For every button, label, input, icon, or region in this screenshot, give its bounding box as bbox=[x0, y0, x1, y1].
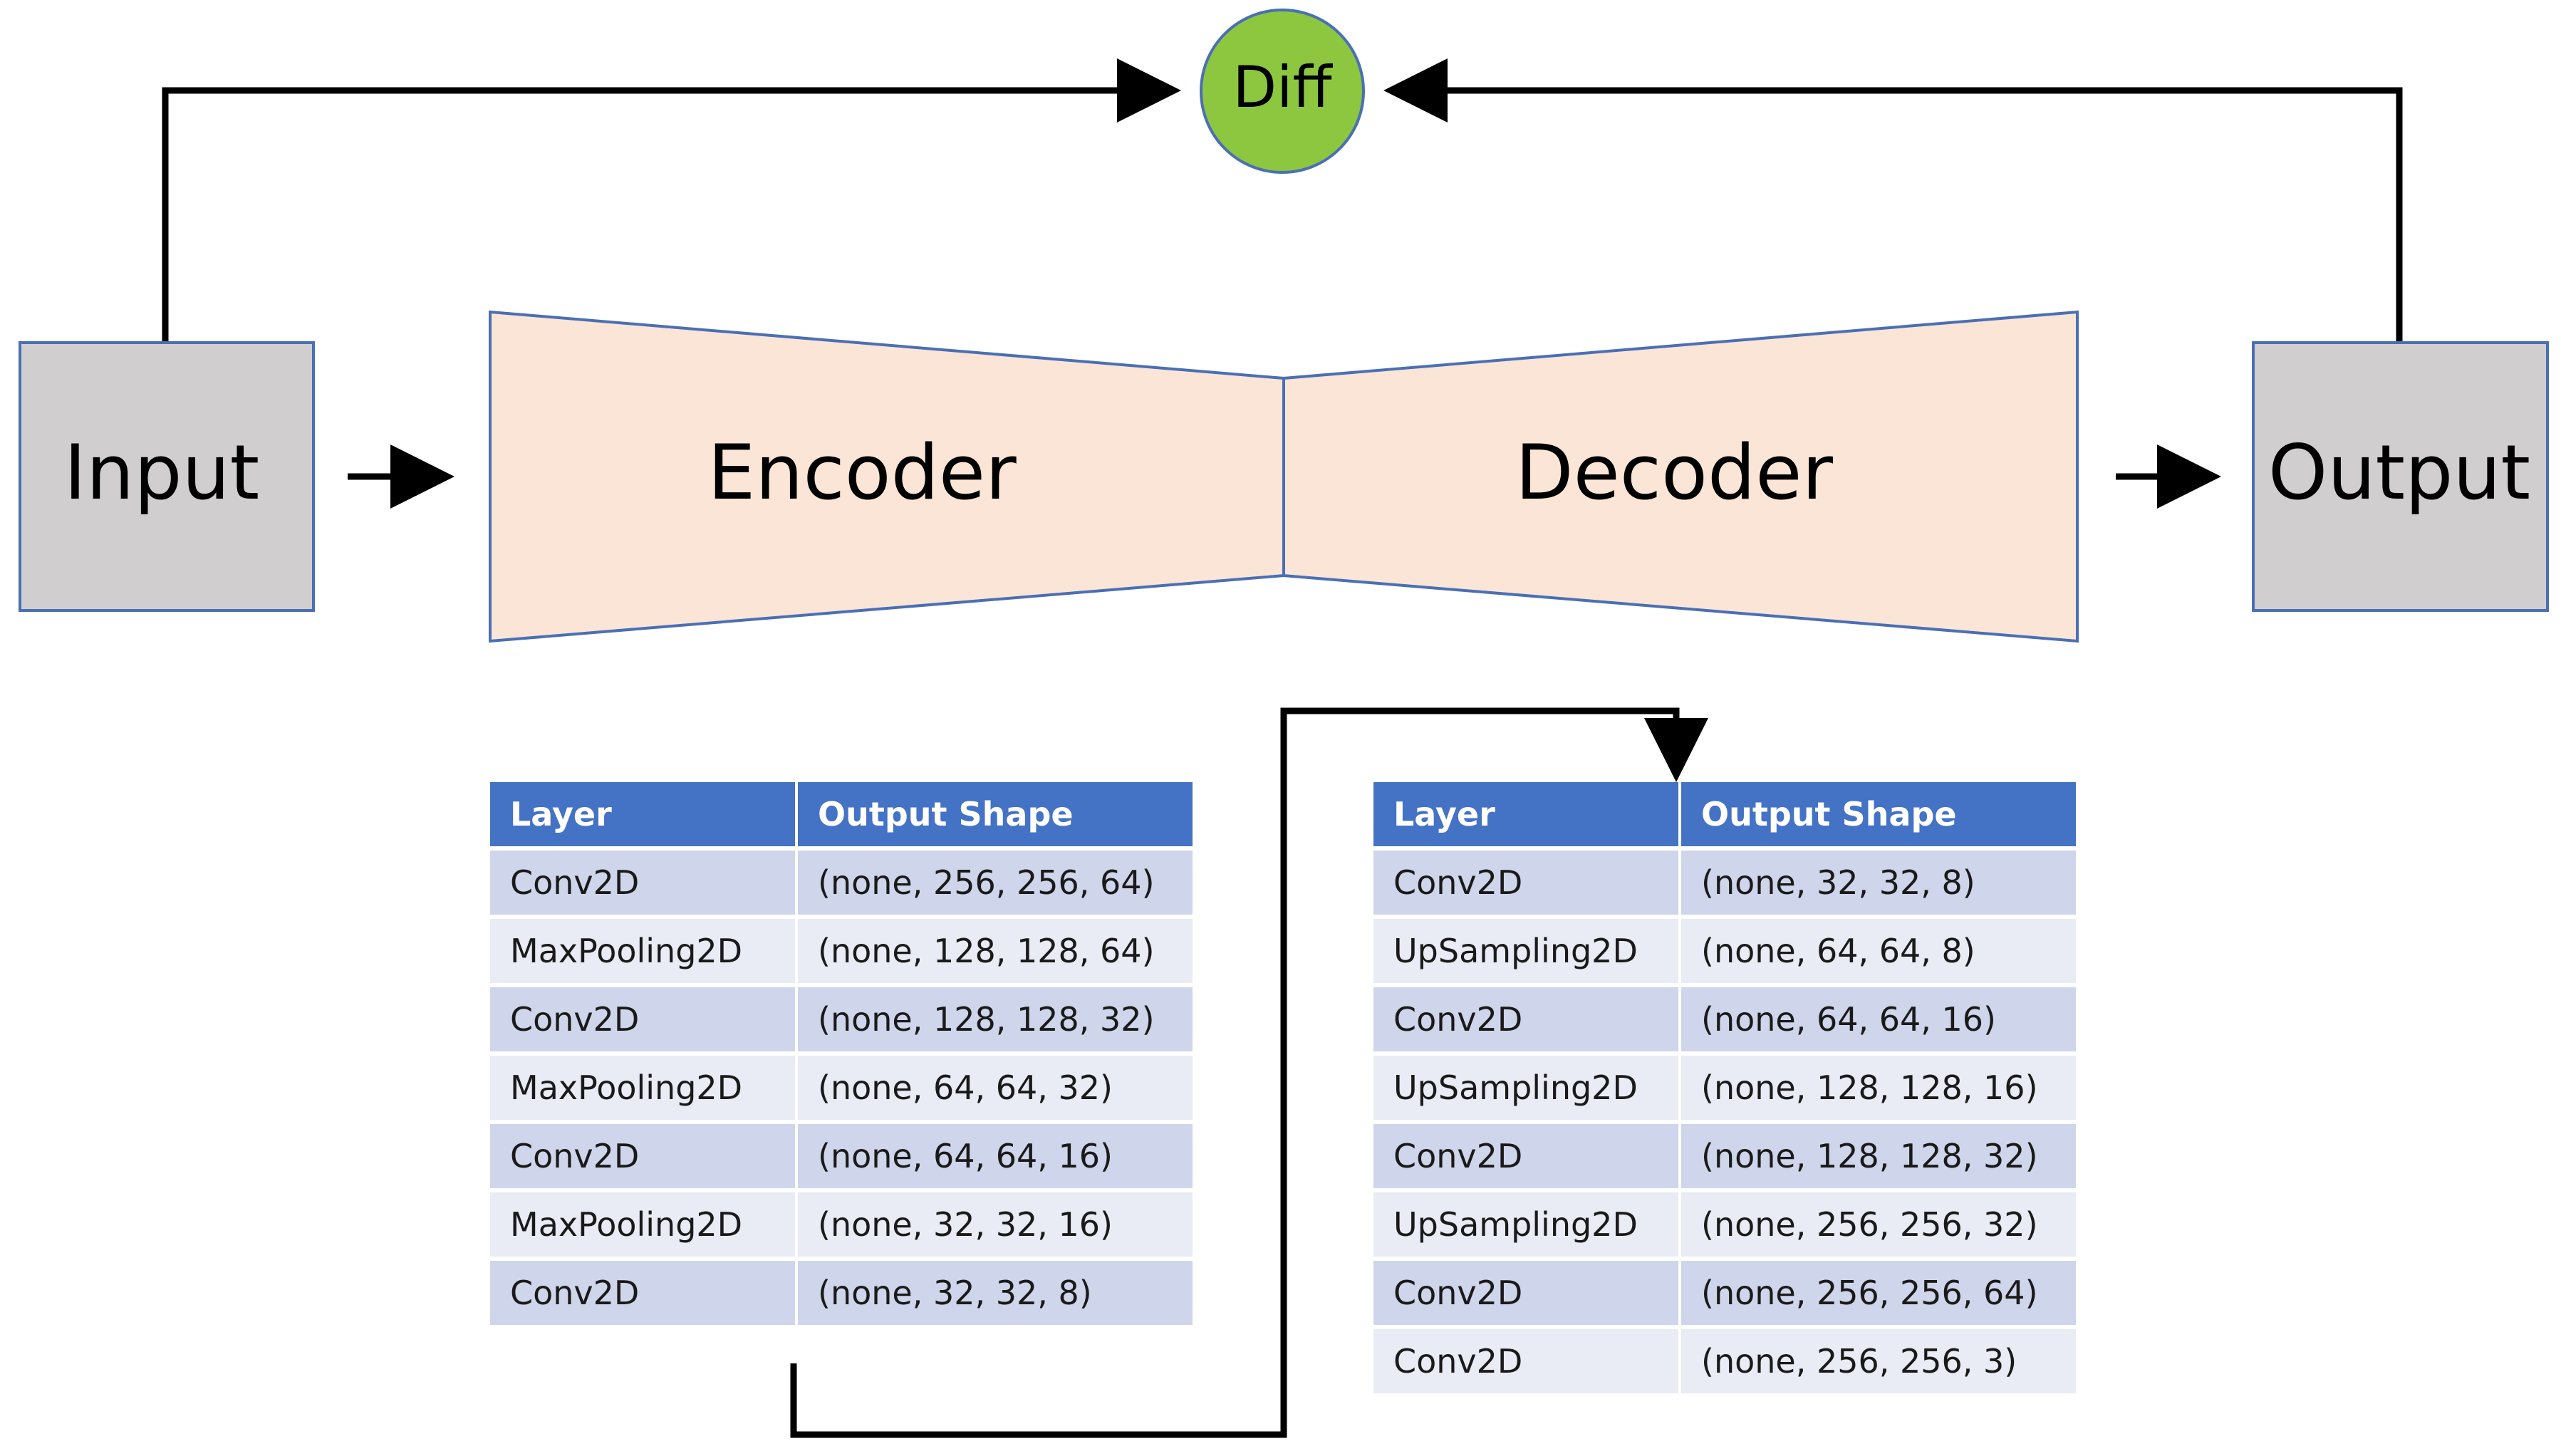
shape-cell: (none, 128, 128, 32) bbox=[795, 987, 1193, 1056]
table-row: Conv2D (none, 256, 256, 3) bbox=[1373, 1329, 2076, 1398]
shape-cell: (none, 256, 256, 64) bbox=[1678, 1261, 2076, 1329]
table-row: MaxPooling2D (none, 64, 64, 32) bbox=[490, 1056, 1193, 1124]
table-row: MaxPooling2D (none, 32, 32, 16) bbox=[490, 1192, 1193, 1261]
table-row: Conv2D (none, 128, 128, 32) bbox=[490, 987, 1193, 1056]
layer-cell: Conv2D bbox=[1373, 1124, 1678, 1192]
shape-cell: (none, 32, 32, 8) bbox=[1678, 851, 2076, 919]
decoder-label: Decoder bbox=[1515, 429, 1833, 516]
table-row: Conv2D (none, 256, 256, 64) bbox=[1373, 1261, 2076, 1329]
table-row: Conv2D (none, 64, 64, 16) bbox=[490, 1124, 1193, 1192]
layer-cell: UpSampling2D bbox=[1373, 1056, 1678, 1124]
diff-label: Diff bbox=[1233, 54, 1334, 120]
shape-cell: (none, 32, 32, 16) bbox=[795, 1192, 1193, 1261]
shape-cell: (none, 64, 64, 16) bbox=[795, 1124, 1193, 1192]
input-box bbox=[19, 341, 315, 612]
layer-cell: Conv2D bbox=[490, 851, 795, 919]
table-row: UpSampling2D (none, 64, 64, 8) bbox=[1373, 919, 2076, 987]
encoder-layer-table: Layer Output Shape Conv2D (none, 256, 25… bbox=[490, 782, 1193, 1329]
input-to-diff-connector bbox=[162, 58, 1181, 342]
layer-cell: MaxPooling2D bbox=[490, 1192, 795, 1261]
table-row: Conv2D (none, 128, 128, 32) bbox=[1373, 1124, 2076, 1192]
shape-cell: (none, 32, 32, 8) bbox=[795, 1261, 1193, 1329]
table-row: MaxPooling2D (none, 128, 128, 64) bbox=[490, 919, 1193, 987]
shape-cell: (none, 256, 256, 3) bbox=[1678, 1329, 2076, 1398]
layer-cell: UpSampling2D bbox=[1373, 919, 1678, 987]
shape-cell: (none, 256, 256, 64) bbox=[795, 851, 1193, 919]
header-layer: Layer bbox=[1373, 782, 1678, 851]
decoder-block bbox=[1282, 310, 2079, 643]
shape-cell: (none, 128, 128, 16) bbox=[1678, 1056, 2076, 1124]
output-label: Output bbox=[2268, 429, 2530, 516]
layer-cell: Conv2D bbox=[490, 1261, 795, 1329]
layer-cell: Conv2D bbox=[1373, 1261, 1678, 1329]
output-box bbox=[2252, 341, 2549, 612]
table-row: UpSampling2D (none, 128, 128, 16) bbox=[1373, 1056, 2076, 1124]
shape-cell: (none, 128, 128, 64) bbox=[795, 919, 1193, 987]
table-row: Conv2D (none, 32, 32, 8) bbox=[1373, 851, 2076, 919]
decoder-layer-table: Layer Output Shape Conv2D (none, 32, 32,… bbox=[1373, 782, 2076, 1398]
header-output-shape: Output Shape bbox=[1678, 782, 2076, 851]
layer-cell: UpSampling2D bbox=[1373, 1192, 1678, 1261]
table-header-row: Layer Output Shape bbox=[490, 782, 1193, 851]
layer-cell: MaxPooling2D bbox=[490, 1056, 795, 1124]
layer-cell: Conv2D bbox=[1373, 1329, 1678, 1398]
diff-node bbox=[1200, 9, 1365, 174]
layer-cell: Conv2D bbox=[490, 1124, 795, 1192]
layer-cell: Conv2D bbox=[1373, 987, 1678, 1056]
shape-cell: (none, 128, 128, 32) bbox=[1678, 1124, 2076, 1192]
encoder-to-decoder-table-connector bbox=[790, 707, 1708, 1438]
layer-cell: Conv2D bbox=[490, 987, 795, 1056]
layer-cell: Conv2D bbox=[1373, 851, 1678, 919]
table-row: Conv2D (none, 256, 256, 64) bbox=[490, 851, 1193, 919]
header-layer: Layer bbox=[490, 782, 795, 851]
table-header-row: Layer Output Shape bbox=[1373, 782, 2076, 851]
table-row: UpSampling2D (none, 256, 256, 32) bbox=[1373, 1192, 2076, 1261]
encoder-label: Encoder bbox=[707, 429, 1017, 516]
shape-cell: (none, 256, 256, 32) bbox=[1678, 1192, 2076, 1261]
shape-cell: (none, 64, 64, 16) bbox=[1678, 987, 2076, 1056]
layer-cell: MaxPooling2D bbox=[490, 919, 795, 987]
header-output-shape: Output Shape bbox=[795, 782, 1193, 851]
output-to-diff-connector bbox=[1383, 58, 2403, 342]
table-row: Conv2D (none, 32, 32, 8) bbox=[490, 1261, 1193, 1329]
shape-cell: (none, 64, 64, 32) bbox=[795, 1056, 1193, 1124]
table-row: Conv2D (none, 64, 64, 16) bbox=[1373, 987, 2076, 1056]
shape-cell: (none, 64, 64, 8) bbox=[1678, 919, 2076, 987]
input-label: Input bbox=[64, 429, 259, 516]
